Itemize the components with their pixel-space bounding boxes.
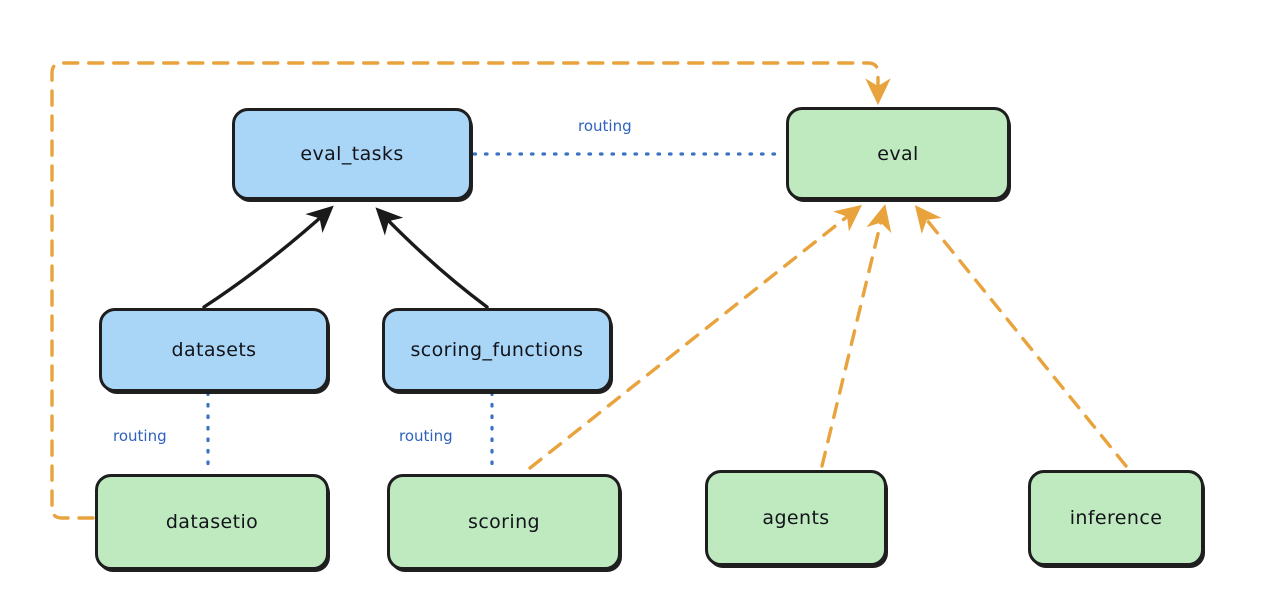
node-label-scoring-functions: scoring_functions [410,339,584,361]
node-agents[interactable]: agents [705,470,887,566]
node-label-inference: inference [1069,507,1163,529]
node-scoring-functions[interactable]: scoring_functions [382,308,612,392]
node-label-scoring: scoring [468,511,540,533]
edge-label-routing-eval: routing [578,117,632,135]
edge-datasets-eval_tasks [202,205,334,309]
node-label-eval-tasks: eval_tasks [300,143,404,165]
node-datasetio[interactable]: datasetio [95,474,329,570]
node-label-agents: agents [762,507,830,529]
node-datasets[interactable]: datasets [99,308,329,392]
node-label-datasets: datasets [171,339,257,361]
edge-scoring_functions-eval_tasks [375,207,489,309]
edge-scoring-eval [528,204,862,470]
edge-datasetio-eval [50,61,891,520]
node-label-datasetio: datasetio [165,511,259,533]
node-inference[interactable]: inference [1028,470,1204,566]
node-label-eval: eval [877,142,919,165]
edge-inference-eval [914,205,1128,468]
edge-label-routing-datasetio: routing [113,427,167,445]
node-scoring[interactable]: scoring [387,474,621,570]
edge-label-routing-scoring: routing [399,427,453,445]
node-eval-tasks[interactable]: eval_tasks [232,108,472,200]
edge-agents-eval [820,204,892,468]
node-eval[interactable]: eval [786,107,1010,200]
